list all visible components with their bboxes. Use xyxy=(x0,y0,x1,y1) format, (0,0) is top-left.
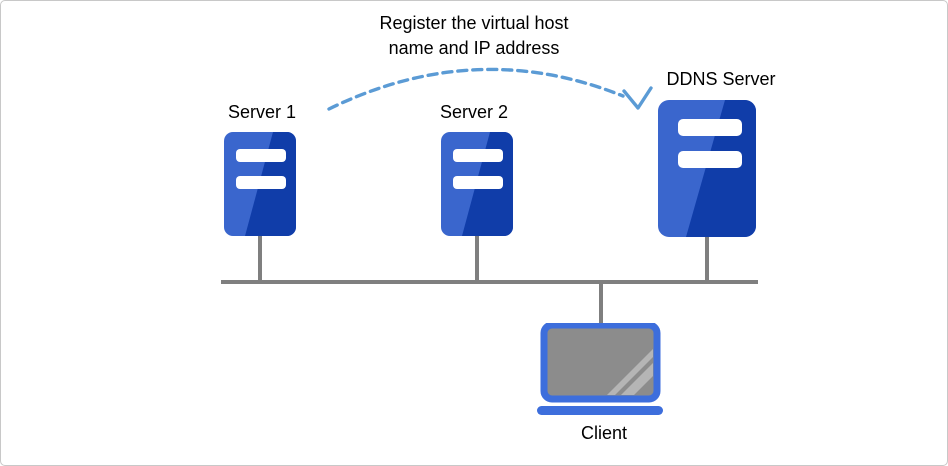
laptop-base xyxy=(537,406,663,415)
server-2-icon xyxy=(441,132,513,236)
screen-glare-stripe xyxy=(607,349,653,395)
server-1-label: Server 1 xyxy=(227,102,297,122)
server-slot xyxy=(678,151,742,168)
client-label: Client xyxy=(580,423,628,443)
server-slot xyxy=(453,176,503,189)
server-slot xyxy=(678,119,742,136)
server-slot xyxy=(453,149,503,162)
ddns-server-icon xyxy=(658,100,756,237)
network-lines xyxy=(221,236,758,327)
screen-glare-stripe xyxy=(621,363,653,395)
arrow-head-icon xyxy=(622,86,653,110)
ddns-server-label: DDNS Server xyxy=(666,69,776,89)
server-slot xyxy=(236,176,286,189)
server-slot xyxy=(236,149,286,162)
server-1-icon xyxy=(224,132,296,236)
laptop-icon xyxy=(537,323,663,415)
server-2-label: Server 2 xyxy=(439,102,509,122)
annotation-text: Register the virtual host name and IP ad… xyxy=(379,13,569,58)
